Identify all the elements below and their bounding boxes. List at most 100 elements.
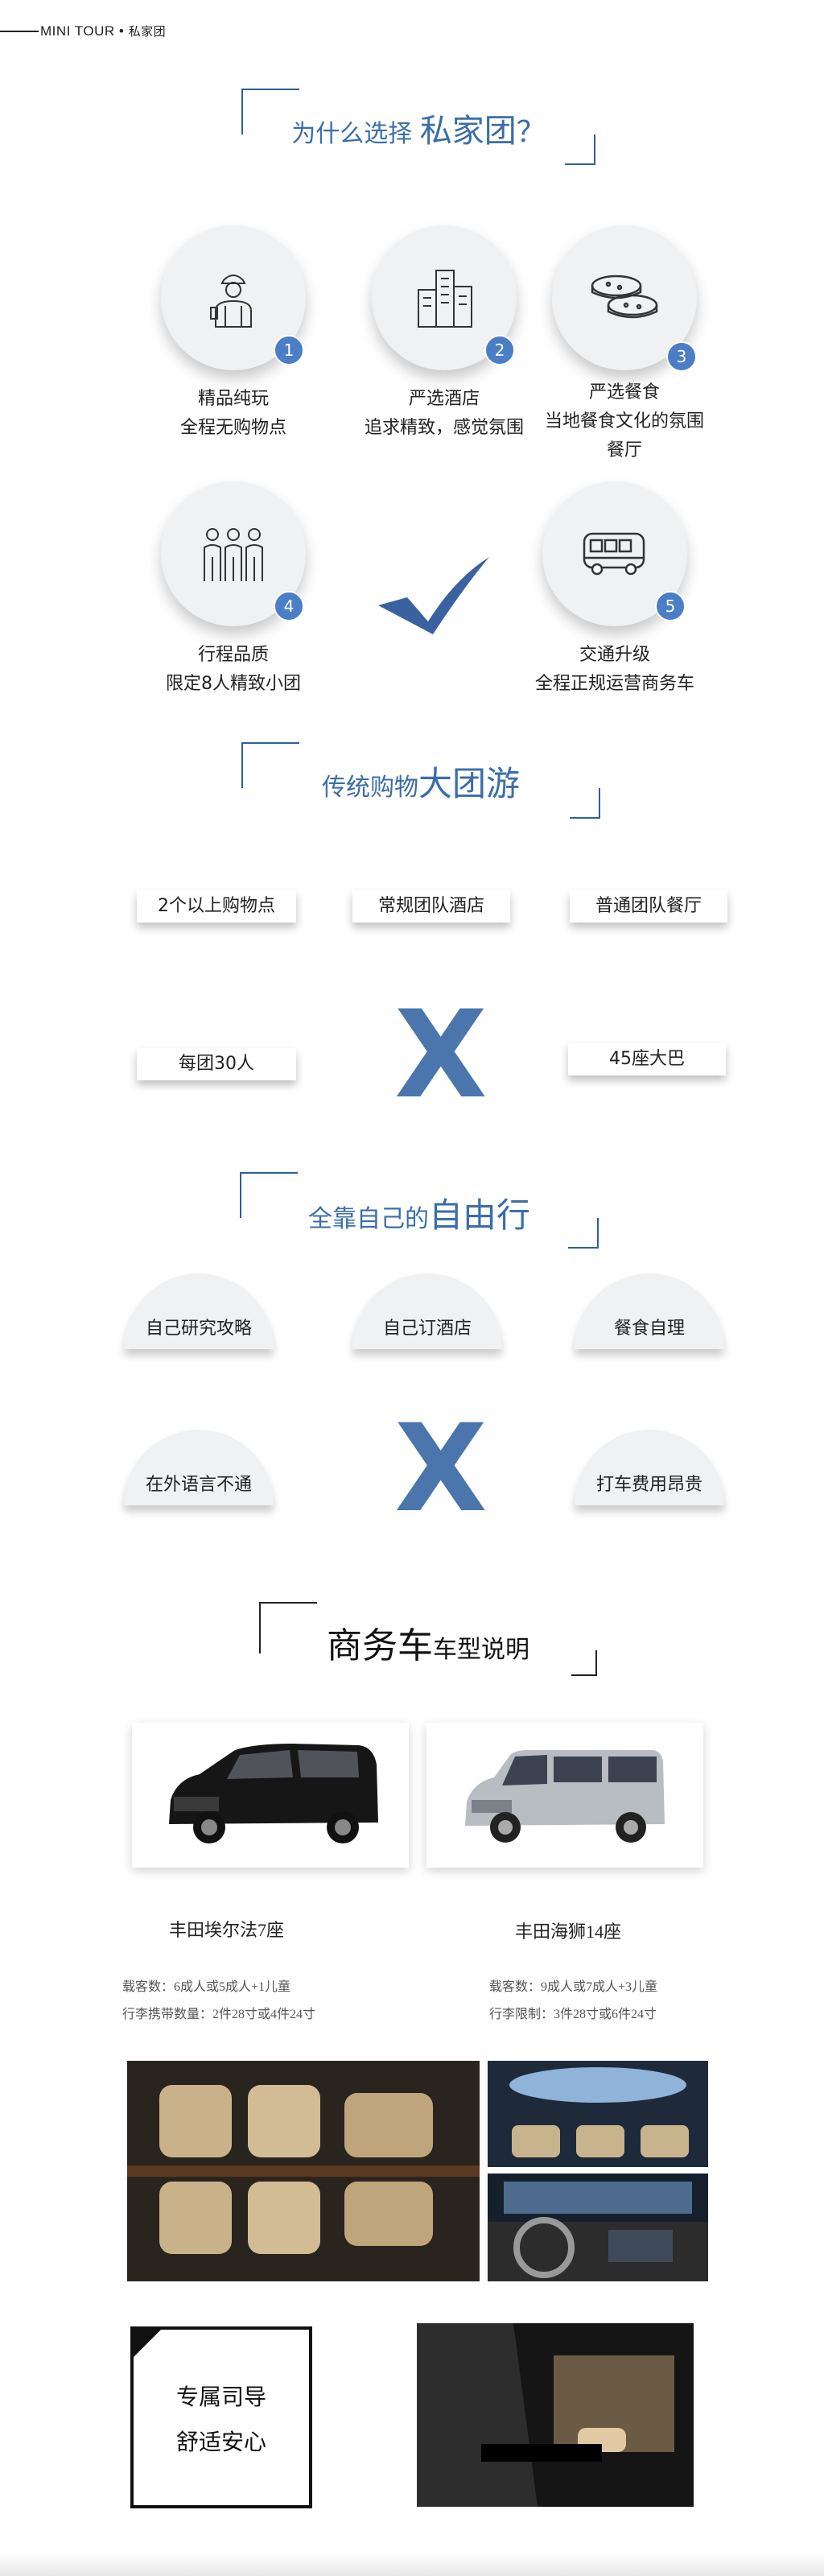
brand: MINI TOUR • 私家团: [40, 23, 166, 39]
feature-label: 精品纯玩 全程无购物点: [153, 385, 314, 443]
brand-name: MINI TOUR: [40, 23, 115, 39]
feature-number-badge: 4: [274, 591, 304, 621]
free-tag-language: 在外语言不通: [124, 1430, 274, 1505]
brand-cn: 私家团: [128, 25, 167, 39]
title-prefix: 为什么选择: [291, 120, 420, 148]
title-bracket-top-left: [240, 1172, 298, 1218]
title-small: 传统购物: [321, 774, 418, 802]
car-specs: 载客数：9成人或7成人+3儿童 行李限制：3件28寸或6件24寸: [489, 1974, 657, 2029]
title-main: 私家团: [419, 113, 517, 150]
feature-number-badge: 2: [484, 335, 515, 365]
feature-circle: 1: [161, 225, 306, 370]
silver-van-image: [465, 1750, 665, 1843]
feature-number-badge: 1: [274, 335, 304, 365]
guide-line-2: 舒适安心: [175, 2429, 266, 2455]
feature-number-badge: 3: [666, 341, 697, 372]
feature-title: 严选餐食: [588, 382, 660, 402]
group-tag-hotel: 常规团队酒店: [352, 890, 510, 923]
feature-label: 严选餐食 当地餐食文化的氛围餐厅: [544, 378, 705, 465]
section-title-group-tour: 传统购物大团游: [241, 742, 600, 819]
free-tag-hotel: 自己订酒店: [352, 1274, 502, 1349]
feature-number-badge: 5: [655, 591, 686, 621]
interior-seats-photo: [127, 2061, 480, 2281]
feature-title: 行程品质: [197, 645, 269, 665]
cross-mark: X: [394, 985, 488, 1125]
title-bracket-bottom-right: [565, 134, 595, 165]
car-card-hiace: [426, 1723, 703, 1868]
interior-dashboard-photo: [488, 2174, 708, 2281]
feature-title: 交通升级: [579, 645, 650, 665]
bus-icon: [583, 532, 645, 576]
feature-title: 精品纯玩: [197, 389, 269, 409]
title-big: 自由行: [428, 1195, 530, 1235]
feature-circle: 5: [542, 481, 687, 626]
guide-line-1: 专属司导: [175, 2384, 266, 2410]
checkmark-icon: [378, 557, 489, 634]
group-icon: [204, 528, 263, 581]
car-specs: 载客数：6成人或5成人+1儿童 行李携带数量：2件28寸或4件24寸: [122, 1974, 315, 2029]
feature-desc: 全程正规运营商务车: [534, 674, 694, 694]
car-name: 丰田埃尔法7座: [169, 1920, 285, 1940]
free-tag-taxi: 打车费用昂贵: [575, 1430, 724, 1505]
brand-separator: •: [118, 23, 125, 39]
group-tag-size: 每团30人: [137, 1048, 296, 1080]
sushi-icon: [591, 275, 658, 319]
group-tag-bus: 45座大巴: [568, 1043, 726, 1075]
black-van-image: [169, 1744, 378, 1843]
feature-1: 1 精品纯玩 全程无购物点: [153, 225, 314, 443]
header-line: [0, 31, 39, 32]
car-luggage: 行李限制：3件28寸或6件24寸: [489, 2008, 657, 2021]
title-big: 大团游: [418, 764, 520, 803]
page-bottom-shadow: [0, 2552, 824, 2576]
feature-3: 3 严选餐食 当地餐食文化的氛围餐厅: [544, 225, 705, 465]
section-title-why: 为什么选择 私家团？: [241, 89, 595, 165]
hotel-icon: [418, 270, 472, 328]
feature-title: 严选酒店: [408, 389, 480, 409]
feature-desc: 限定8人精致小团: [166, 674, 301, 694]
section-title-free-travel: 全靠自己的自由行: [240, 1172, 599, 1249]
corner-triangle: [133, 2329, 162, 2358]
feature-label: 行程品质 限定8人精致小团: [153, 641, 314, 699]
free-tag-label: 餐食自理: [613, 1319, 685, 1339]
car-capacity: 载客数：6成人或5成人+1儿童: [122, 1980, 291, 1994]
title-bracket-top-left: [241, 89, 299, 134]
feature-desc: 追求精致，感觉氛围: [364, 418, 524, 438]
feature-desc: 全程无购物点: [179, 418, 286, 438]
title-suffix: ？: [516, 116, 546, 149]
feature-label: 交通升级 全程正规运营商务车: [534, 641, 695, 699]
interior-ceiling-photo: [488, 2061, 708, 2167]
title-small: 车型说明: [433, 1636, 529, 1664]
title-small: 全靠自己的: [307, 1205, 429, 1233]
chauffeur-door-photo: [417, 2323, 694, 2507]
title-bracket-bottom-right: [568, 1218, 599, 1249]
feature-circle: 2: [372, 225, 517, 370]
title-bracket-bottom-right: [570, 788, 600, 819]
title-big: 商务车: [327, 1625, 433, 1666]
free-tag-label: 在外语言不通: [145, 1475, 252, 1495]
tour-guide-icon: [210, 275, 252, 328]
title-bracket-top-left: [241, 742, 299, 788]
feature-4: 4 行程品质 限定8人精致小团: [153, 481, 314, 699]
free-tag-label: 打车费用昂贵: [595, 1475, 702, 1495]
feature-label: 严选酒店 追求精致，感觉氛围: [364, 385, 525, 443]
free-tag-guide: 自己研究攻略: [124, 1274, 274, 1349]
cross-mark: X: [394, 1399, 488, 1539]
section-title-vehicles: 商务车车型说明: [259, 1602, 597, 1676]
car-card-alphard: [132, 1723, 409, 1868]
car-capacity: 载客数：9成人或7成人+3儿童: [489, 1980, 658, 1994]
car-name: 丰田海狮14座: [515, 1922, 622, 1942]
group-tag-restaurant: 普通团队餐厅: [570, 890, 727, 923]
guide-box: 专属司导 舒适安心: [130, 2326, 312, 2508]
car-luggage: 行李携带数量：2件28寸或4件24寸: [122, 2008, 316, 2021]
feature-5: 5 交通升级 全程正规运营商务车: [534, 481, 695, 699]
feature-desc: 当地餐食文化的氛围餐厅: [544, 411, 704, 460]
feature-circle: 4: [161, 481, 306, 626]
free-tag-label: 自己订酒店: [382, 1319, 472, 1339]
group-tag-shopping: 2个以上购物点: [137, 890, 296, 923]
feature-2: 2 严选酒店 追求精致，感觉氛围: [364, 225, 525, 443]
title-bracket-bottom-right: [571, 1650, 597, 1676]
title-bracket-top-left: [259, 1602, 317, 1653]
feature-circle: 3: [552, 225, 697, 372]
free-tag-meals: 餐食自理: [575, 1274, 724, 1349]
free-tag-label: 自己研究攻略: [145, 1319, 252, 1339]
